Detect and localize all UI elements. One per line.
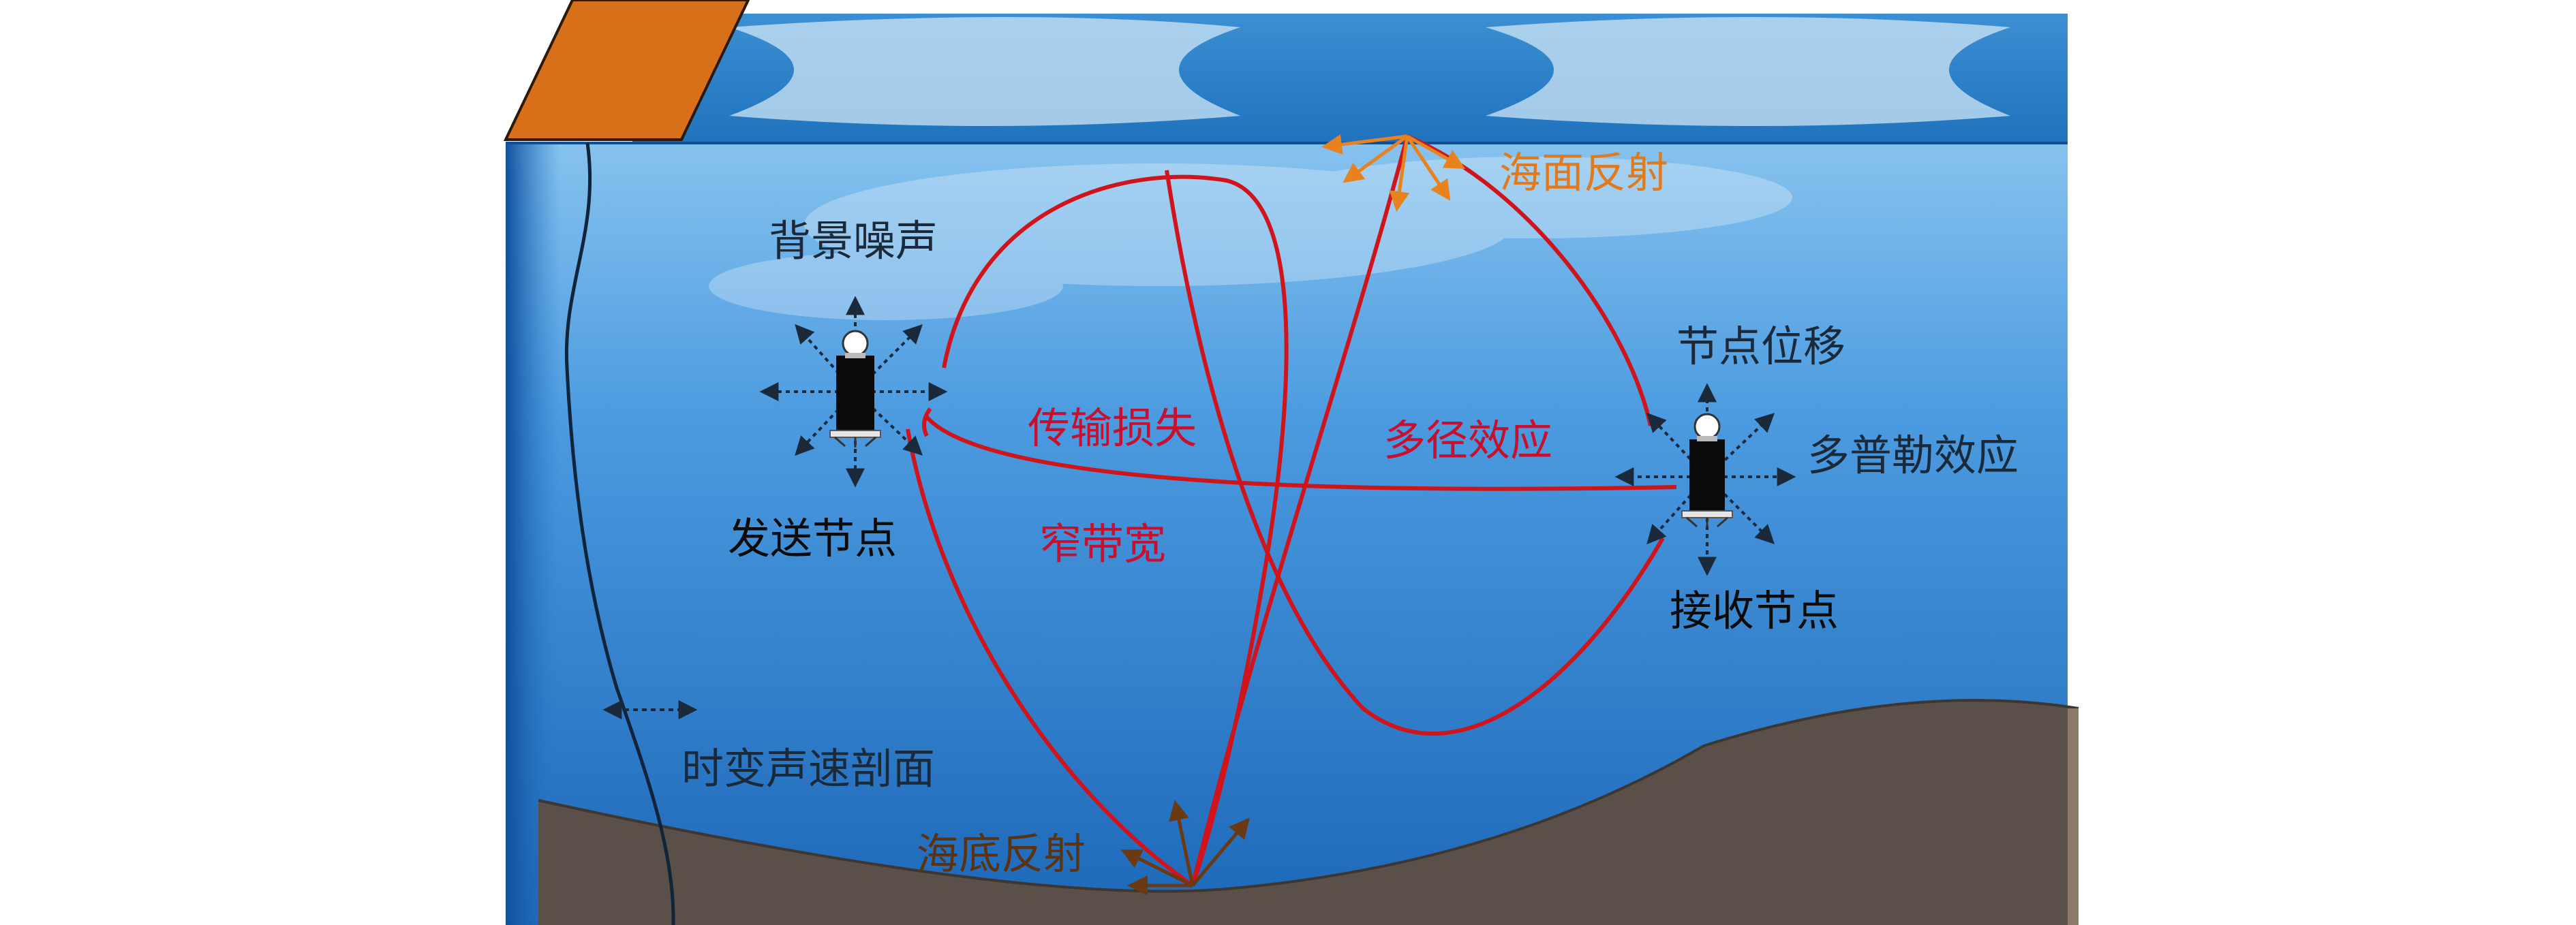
background-noise-label: 背景噪声 (769, 216, 938, 266)
seabed-reflection-arrows (1120, 800, 1250, 896)
surface-waves (729, 17, 2010, 126)
multipath-effect-label: 多径效应 (1383, 416, 1552, 465)
narrow-bandwidth-label: 窄带宽 (1039, 519, 1166, 569)
acoustic-paths (906, 134, 1677, 888)
receiver-node (1614, 383, 1796, 576)
light-caustics (709, 157, 1792, 320)
water-left-shade (506, 143, 560, 925)
receiver-node-label: 接收节点 (1670, 586, 1839, 636)
buoy-node-icon (829, 330, 881, 448)
seabed-right-edge (2068, 708, 2079, 925)
sender-node (759, 296, 948, 488)
doppler-effect-label: 多普勒效应 (1807, 430, 2019, 480)
surface-reflection-label: 海面反射 (1499, 148, 1668, 198)
sound-speed-profile-line (564, 142, 675, 925)
bottom-bounce-path (1165, 170, 1665, 736)
sender-emission-arc (922, 407, 932, 437)
direct-path (923, 414, 1677, 491)
transmission-loss-label: 传输损失 (1028, 403, 1197, 453)
surface-reflection-arrows (1321, 134, 1466, 212)
time-varying-ssp-label: 时变声速剖面 (681, 744, 935, 794)
sender-node-label: 发送节点 (728, 514, 897, 563)
sender-noise-arrows (759, 296, 948, 488)
seabed-edge (538, 699, 2079, 893)
sender-to-seabed-path (906, 428, 1194, 888)
seabed-path-up (1191, 136, 1409, 886)
seabed-reflection-label: 海底反射 (917, 829, 1086, 879)
node-displacement-label: 节点位移 (1676, 322, 1845, 371)
ship-platform-icon (503, 0, 750, 141)
seabed (538, 700, 2079, 925)
buoy-node-icon (1681, 413, 1733, 528)
